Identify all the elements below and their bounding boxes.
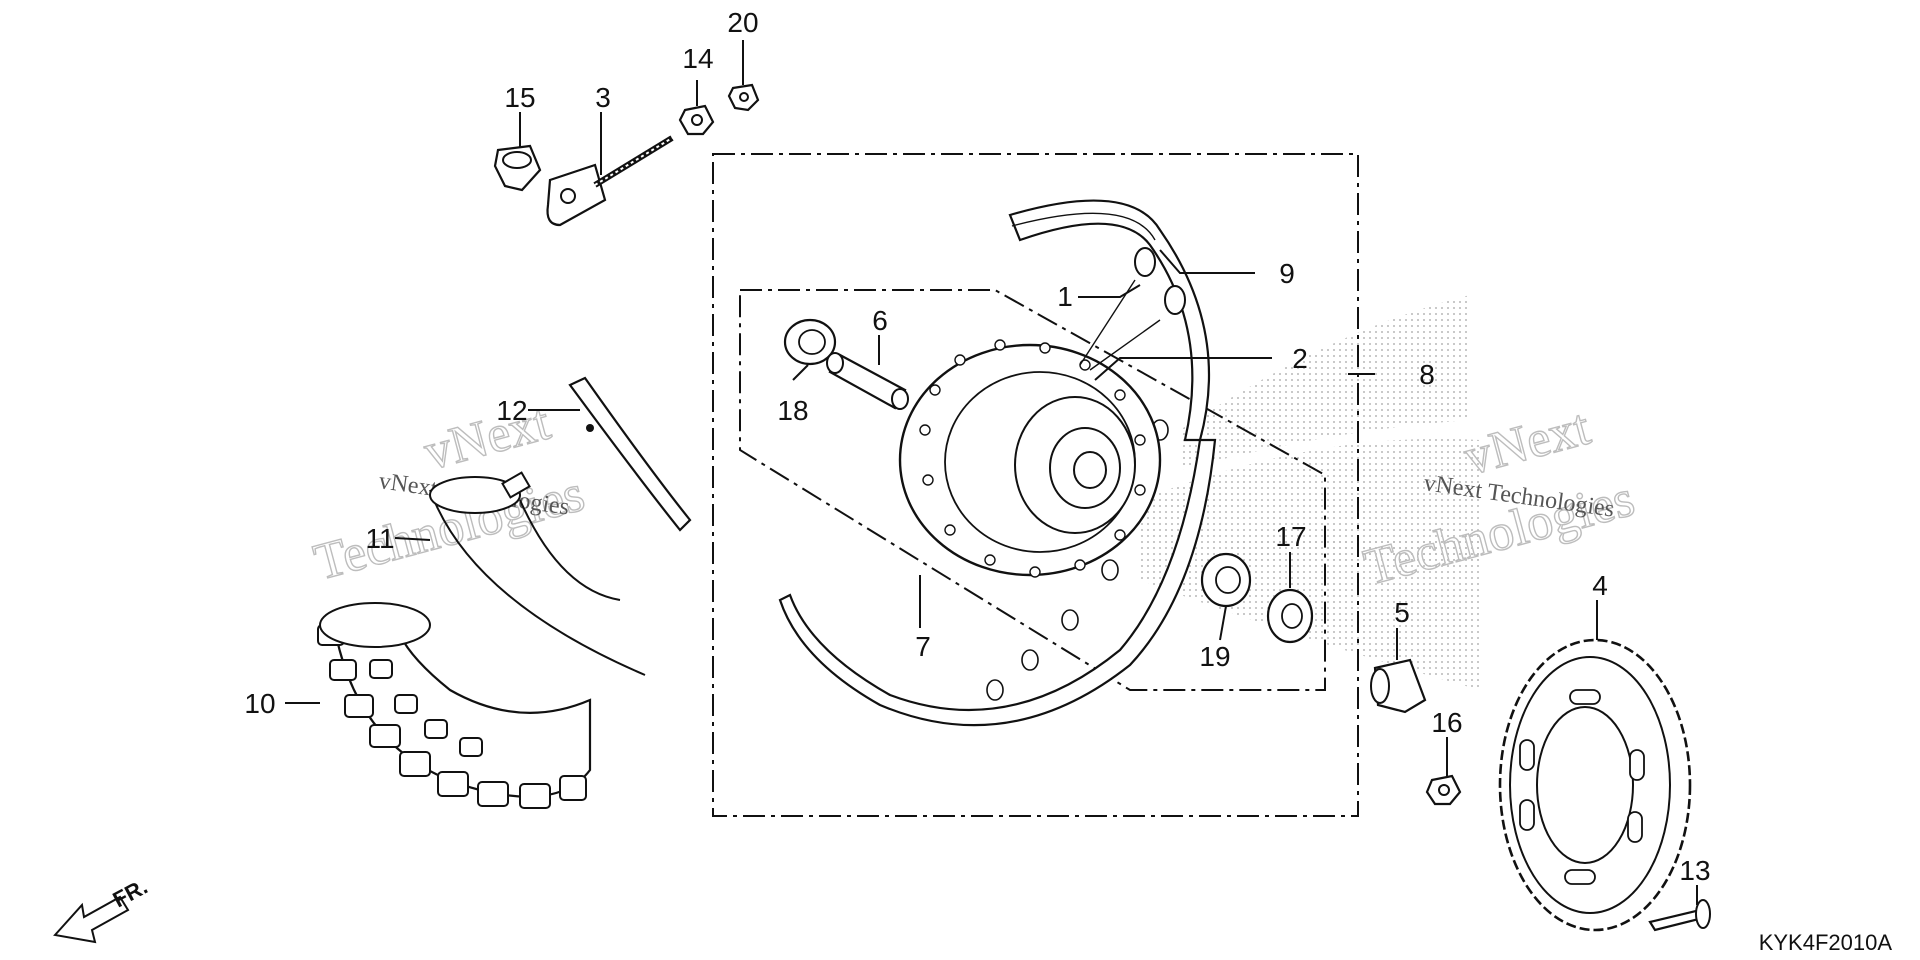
callout-10: 10 xyxy=(244,688,275,719)
diagram-code: KYK4F2010A xyxy=(1759,930,1893,955)
bolt-13 xyxy=(1648,899,1711,932)
callout-7: 7 xyxy=(915,631,931,662)
background-logo xyxy=(1140,295,1480,690)
callout-3: 3 xyxy=(595,82,611,113)
leader-lines xyxy=(285,40,1698,905)
oil-seal-17 xyxy=(1266,588,1314,644)
assembly-outline xyxy=(712,153,1359,817)
callout-17: 17 xyxy=(1275,521,1306,552)
watermark-vnext-left: vNext xyxy=(418,393,556,481)
callout-13: 13 xyxy=(1679,855,1710,886)
front-direction-indicator: FR. xyxy=(53,874,152,944)
callout-9: 9 xyxy=(1279,258,1295,289)
watermark-vnext-right: vNext xyxy=(1458,398,1596,486)
callout-6: 6 xyxy=(872,305,888,336)
chain-adjuster-part xyxy=(546,135,674,227)
callout-15: 15 xyxy=(504,82,535,113)
callout-12: 12 xyxy=(496,395,527,426)
callout-14: 14 xyxy=(682,43,713,74)
callout-2: 2 xyxy=(1292,343,1308,374)
flange-nut-15 xyxy=(493,144,542,192)
callout-18: 18 xyxy=(777,395,808,426)
collar-6 xyxy=(826,352,909,410)
tube-part xyxy=(429,471,646,676)
wheel-hub-part xyxy=(898,339,1162,578)
callout-labels: 1 2 3 4 5 6 7 8 9 10 11 12 13 14 15 16 1… xyxy=(244,7,1710,886)
rim-lower-part xyxy=(778,419,1217,727)
callout-20: 20 xyxy=(727,7,758,38)
callout-5: 5 xyxy=(1394,597,1410,628)
collar-5 xyxy=(1370,658,1427,714)
rim-band-part xyxy=(568,376,692,532)
bearing-19 xyxy=(1200,552,1252,608)
tire-part xyxy=(317,602,592,809)
callout-16: 16 xyxy=(1431,707,1462,738)
callout-19: 19 xyxy=(1199,641,1230,672)
nut-14 xyxy=(678,104,715,136)
callout-11: 11 xyxy=(365,523,394,554)
callout-8: 8 xyxy=(1419,359,1435,390)
bearing-18 xyxy=(783,318,837,366)
callout-1: 1 xyxy=(1057,281,1073,312)
sprocket-4 xyxy=(1498,638,1692,932)
nut-20 xyxy=(727,83,760,112)
nut-16 xyxy=(1425,774,1462,806)
callout-4: 4 xyxy=(1592,570,1608,601)
spoke-parts xyxy=(1079,247,1186,371)
